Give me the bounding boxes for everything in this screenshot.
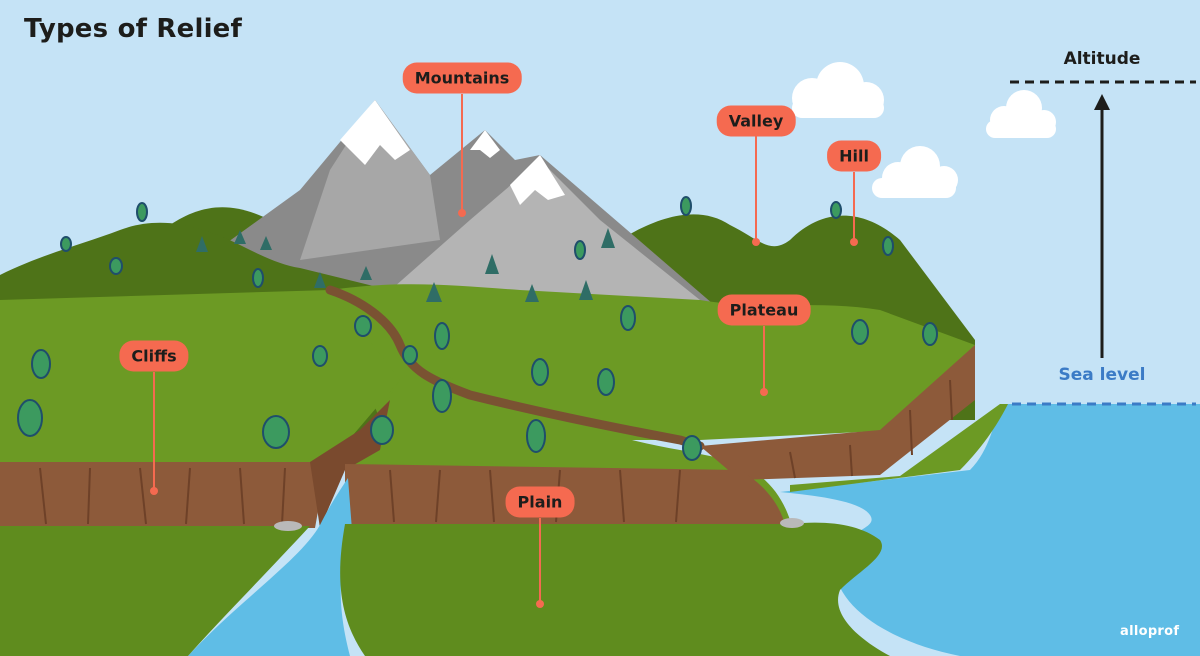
label-plateau: Plateau [717,294,811,326]
cloud [986,90,1056,138]
diagram-title: Types of Relief [24,14,243,44]
label-plain: Plain [505,486,575,518]
cliffs-face-side [310,400,390,528]
cliffs-face [0,462,322,528]
brand-logo: alloprof [1120,624,1180,639]
rocks [274,518,804,531]
label-mountains: Mountains [402,62,522,94]
sea [780,404,1200,656]
pointer-dots [150,209,858,608]
pine-trees [196,228,615,302]
label-valley: Valley [716,105,796,137]
altitude-label: Altitude [1063,49,1141,69]
label-hill: Hill [827,140,881,172]
river [188,478,352,656]
altitude-arrow-head [1094,94,1110,110]
trees [17,196,938,461]
cloud [872,146,958,198]
left-plateau [0,290,400,462]
plain-ground [0,526,310,656]
pointer-lines [153,94,855,604]
plain-ground-right [340,522,890,656]
mountain-range [210,100,720,310]
sea-level-label: Sea level [1058,365,1146,385]
cloud [792,62,884,118]
plateau-cliff [700,345,975,480]
coast [790,404,1008,492]
label-cliffs: Cliffs [119,340,189,372]
